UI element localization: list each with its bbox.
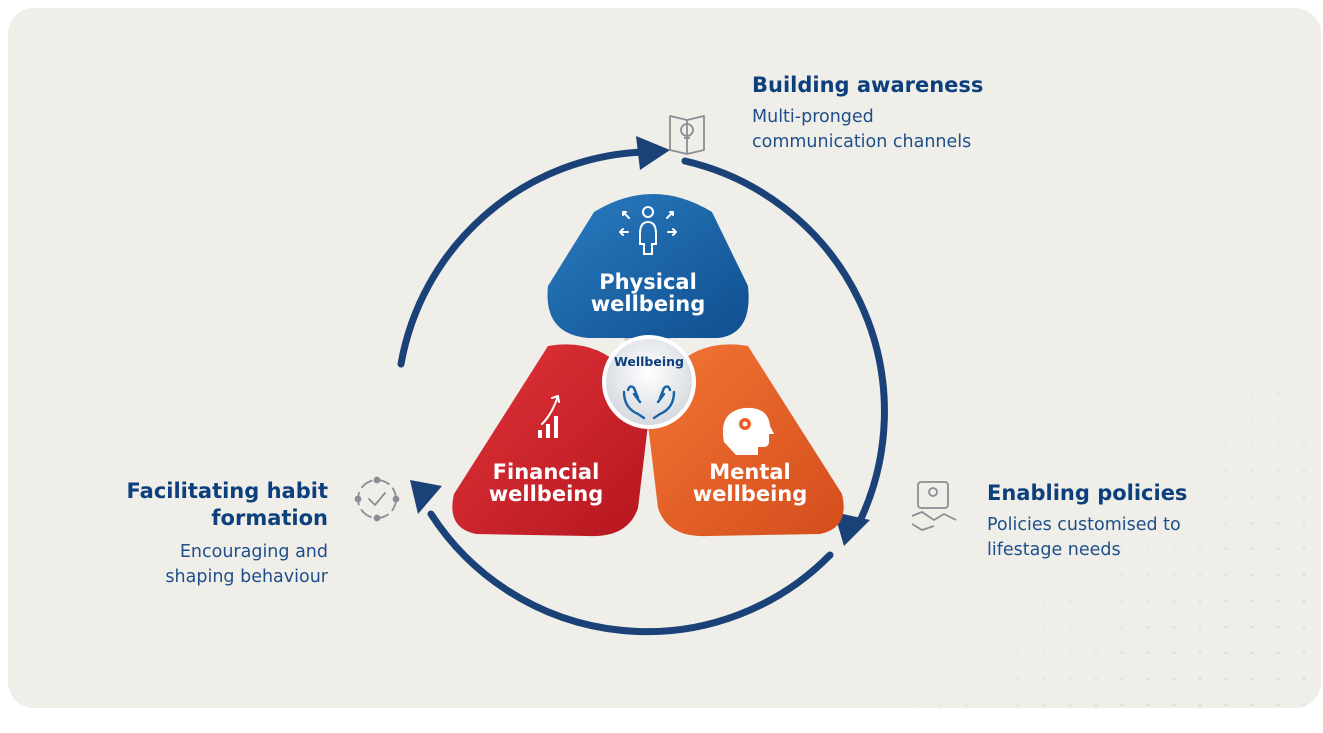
stage-habits-title-line1: Facilitating habit xyxy=(126,479,328,503)
stage-policies-desc: Policies customised to lifestage needs xyxy=(987,513,1287,563)
cycle-check-icon xyxy=(354,476,400,522)
cycle-arc-right xyxy=(681,157,888,529)
stage-awareness-desc-line2: communication channels xyxy=(752,132,972,152)
arrowhead-top xyxy=(636,136,670,170)
growth-chart-icon xyxy=(538,395,560,438)
stage-habits-desc-line1: Encouraging and xyxy=(179,542,328,562)
stage-awareness-desc-line1: Multi-pronged xyxy=(752,107,874,127)
stage-awareness: Building awareness Multi-pronged communi… xyxy=(752,72,1112,155)
hands-icon xyxy=(622,385,676,420)
stage-policies: Enabling policies Policies customised to… xyxy=(987,480,1287,563)
stage-awareness-desc: Multi-pronged communication channels xyxy=(752,105,1112,155)
segment-financial xyxy=(452,344,650,537)
stage-awareness-title: Building awareness xyxy=(752,73,984,97)
mental-label-line2: wellbeing xyxy=(692,482,808,506)
arrowhead-left xyxy=(410,480,442,514)
head-gear-icon xyxy=(722,407,774,455)
cycle-arc-bottom xyxy=(427,510,834,636)
financial-label: Financial wellbeing xyxy=(466,461,626,505)
cycle-arrows xyxy=(397,148,888,636)
arrowhead-right xyxy=(834,512,870,546)
mental-label-line1: Mental xyxy=(709,460,791,484)
financial-label-line2: wellbeing xyxy=(488,482,604,506)
mental-label: Mental wellbeing xyxy=(670,461,830,505)
segment-physical xyxy=(547,194,749,338)
book-lightbulb-icon xyxy=(669,115,705,155)
stage-habits-desc-line2: shaping behaviour xyxy=(165,567,328,587)
stage-habits-desc: Encouraging and shaping behaviour xyxy=(68,540,328,590)
center-label: Wellbeing xyxy=(614,354,684,369)
center-circle xyxy=(602,335,696,429)
financial-label-line1: Financial xyxy=(492,460,600,484)
physical-label: Physical wellbeing xyxy=(576,271,720,315)
cycle-arc-top xyxy=(397,148,647,368)
handshake-icon xyxy=(911,481,957,531)
stage-habits-title: Facilitating habit formation xyxy=(68,478,328,532)
physical-label-line2: wellbeing xyxy=(590,292,706,316)
dot-pattern xyxy=(901,328,1321,708)
person-arrows-icon xyxy=(619,206,677,255)
stage-habits-title-line2: formation xyxy=(211,506,328,530)
stage-habits: Facilitating habit formation Encouraging… xyxy=(68,478,328,590)
physical-label-line1: Physical xyxy=(599,270,697,294)
stage-policies-desc-line1: Policies customised to xyxy=(987,515,1181,535)
wellbeing-cycle-diagram xyxy=(354,115,957,636)
stage-policies-title: Enabling policies xyxy=(987,481,1188,505)
stage-policies-desc-line2: lifestage needs xyxy=(987,540,1121,560)
diagram-card: Physical wellbeing Financial wellbeing M… xyxy=(8,8,1321,708)
